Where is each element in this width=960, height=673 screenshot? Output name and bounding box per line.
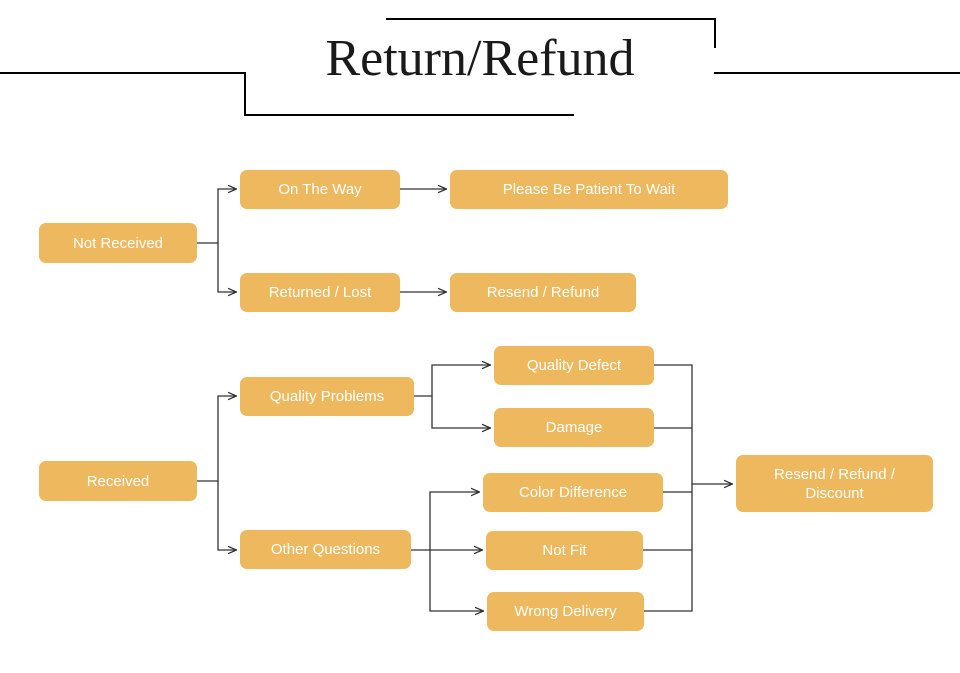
node-resend-refund[interactable]: Resend / Refund: [450, 273, 636, 312]
header-rule-right: [714, 72, 960, 74]
node-wrong-delivery[interactable]: Wrong Delivery: [487, 592, 644, 631]
node-on-the-way[interactable]: On The Way: [240, 170, 400, 209]
header-rule-bottom-left: [244, 114, 574, 116]
node-please-be-patient-to-wait[interactable]: Please Be Patient To Wait: [450, 170, 728, 209]
node-returned-lost[interactable]: Returned / Lost: [240, 273, 400, 312]
header-rule-left-drop: [244, 72, 246, 116]
header-rule-top-right: [386, 18, 716, 20]
node-damage[interactable]: Damage: [494, 408, 654, 447]
header-rule-left: [0, 72, 246, 74]
page-header: Return/Refund: [0, 0, 960, 130]
node-other-questions[interactable]: Other Questions: [240, 530, 411, 569]
node-quality-defect[interactable]: Quality Defect: [494, 346, 654, 385]
node-resend-refund-discount[interactable]: Resend / Refund / Discount: [736, 455, 933, 512]
node-quality-problems[interactable]: Quality Problems: [240, 377, 414, 416]
node-color-difference[interactable]: Color Difference: [483, 473, 663, 512]
page-title: Return/Refund: [325, 30, 635, 87]
header-rule-top-right-drop: [714, 18, 716, 48]
node-not-fit[interactable]: Not Fit: [486, 531, 643, 570]
node-received[interactable]: Received: [39, 461, 197, 501]
node-not-received[interactable]: Not Received: [39, 223, 197, 263]
